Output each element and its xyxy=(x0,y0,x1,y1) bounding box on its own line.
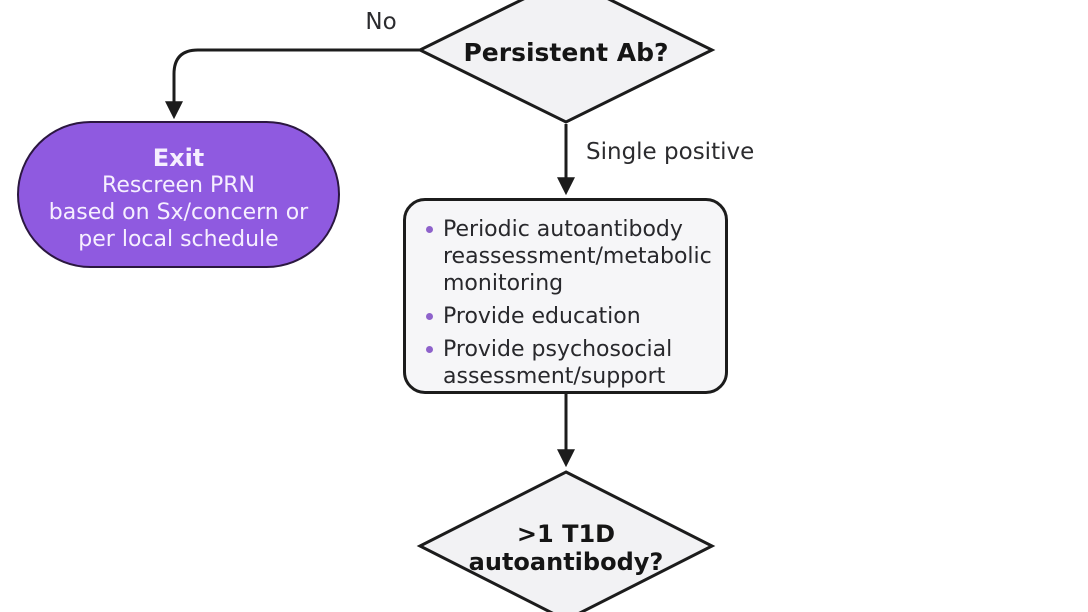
monitoring-list: Periodic autoantibody reassessment/metab… xyxy=(424,216,712,390)
bullet-icon xyxy=(426,226,433,233)
no-edge-label: No xyxy=(365,9,397,35)
no-branch-arrow xyxy=(165,48,420,120)
single-positive-edge-label: Single positive xyxy=(586,139,755,165)
exit-node-body: Rescreen PRN based on Sx/concern or per … xyxy=(48,173,309,252)
bullet-icon xyxy=(426,313,433,320)
bottom-decision-diamond xyxy=(416,470,716,612)
bullet-icon xyxy=(426,346,433,353)
exit-node: Exit Rescreen PRN based on Sx/concern or… xyxy=(17,121,340,268)
list-item-text: Periodic autoantibody reassessment/metab… xyxy=(443,217,712,296)
list-item: Periodic autoantibody reassessment/metab… xyxy=(424,216,712,297)
top-decision-label: Persistent Ab? xyxy=(463,38,669,67)
bottom-decision-label: >1 T1D autoantibody? xyxy=(468,520,664,576)
list-item-text: Provide psychosocial assessment/support xyxy=(443,337,673,389)
list-item: Provide education xyxy=(424,303,711,330)
monitoring-node: Periodic autoantibody reassessment/metab… xyxy=(403,198,728,394)
top-decision-diamond xyxy=(416,0,716,124)
exit-node-title: Exit xyxy=(152,144,205,172)
list-item-text: Provide education xyxy=(443,304,641,329)
list-item: Provide psychosocial assessment/support xyxy=(424,336,711,390)
